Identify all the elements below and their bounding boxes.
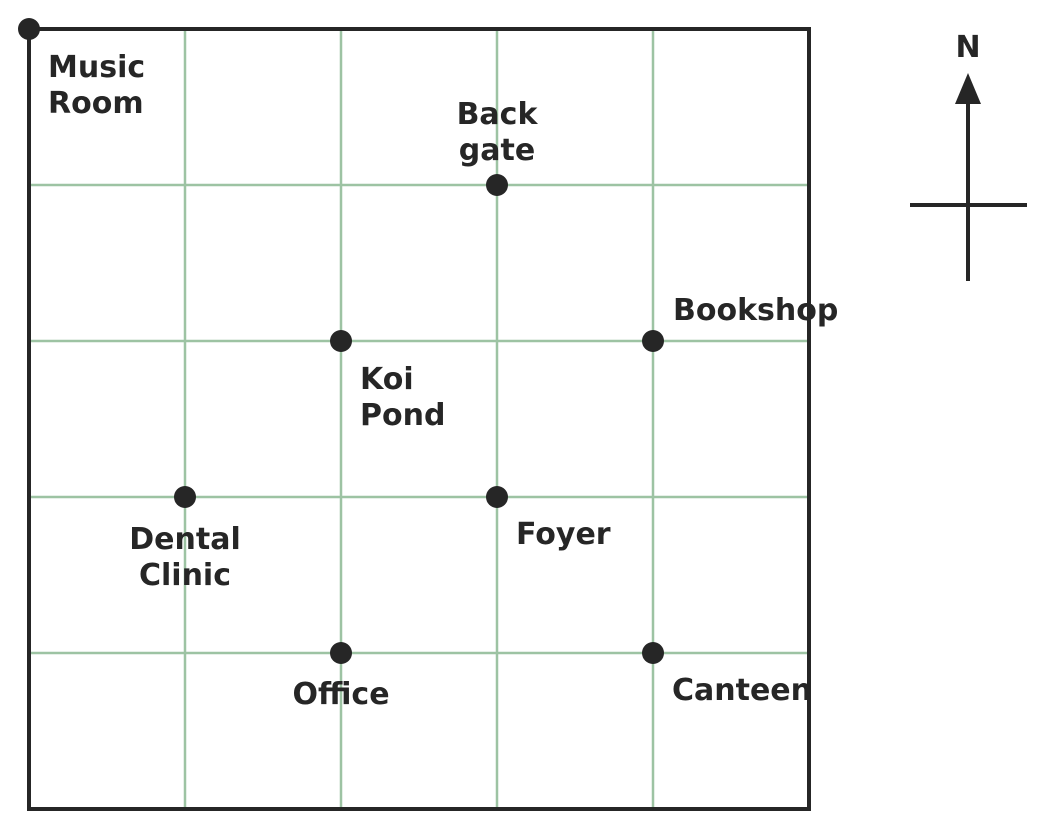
place-label-line: Koi xyxy=(360,362,414,397)
place-marker-back-gate xyxy=(486,174,508,196)
place-label-line: Room xyxy=(48,86,144,121)
place-label-line: Clinic xyxy=(139,558,231,593)
place-label-line: Dental xyxy=(129,522,240,557)
place-marker-koi-pond xyxy=(330,330,352,352)
place-marker-foyer xyxy=(486,486,508,508)
map-border xyxy=(27,27,811,811)
place-marker-office xyxy=(330,642,352,664)
place-label-line: Foyer xyxy=(516,517,611,552)
place-label-foyer: Foyer xyxy=(516,517,611,552)
place-marker-dental-clinic xyxy=(174,486,196,508)
north-arrow-icon xyxy=(955,73,981,104)
place-office: Office xyxy=(292,642,390,712)
place-canteen: Canteen xyxy=(642,642,812,708)
place-foyer: Foyer xyxy=(486,486,611,552)
place-label-line: Back xyxy=(457,97,539,132)
place-marker-canteen xyxy=(642,642,664,664)
map-grid xyxy=(29,29,809,809)
compass: N xyxy=(910,30,1027,281)
place-label-line: Bookshop xyxy=(673,293,838,328)
place-bookshop: Bookshop xyxy=(642,293,838,352)
place-marker-bookshop xyxy=(642,330,664,352)
place-label-office: Office xyxy=(292,677,389,712)
place-label-line: gate xyxy=(459,133,535,168)
place-label-line: Pond xyxy=(360,398,445,433)
place-label-line: Office xyxy=(292,677,389,712)
place-label-bookshop: Bookshop xyxy=(673,293,838,328)
north-label: N xyxy=(955,30,980,65)
place-label-canteen: Canteen xyxy=(672,673,812,708)
place-label-line: Music xyxy=(48,50,145,85)
place-label-line: Canteen xyxy=(672,673,812,708)
place-marker-music-room xyxy=(18,18,40,40)
